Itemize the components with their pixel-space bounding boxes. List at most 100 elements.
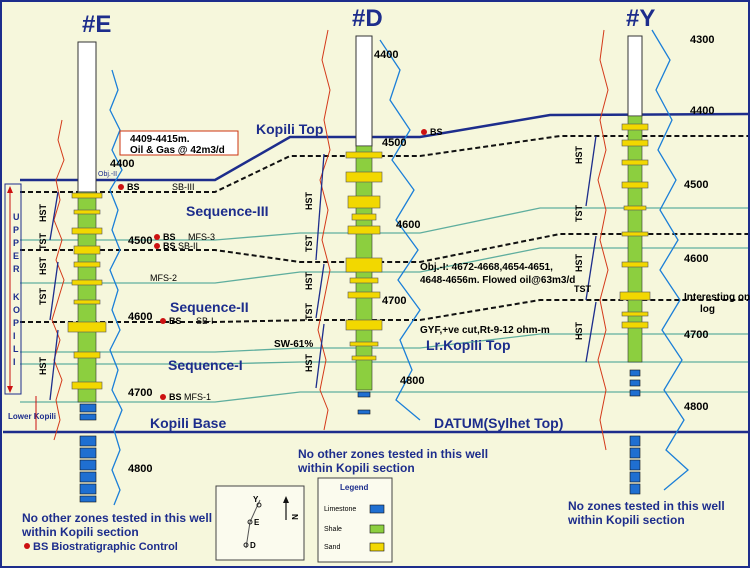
sb3-label: SB-III (172, 182, 195, 192)
north-arrow-head (283, 496, 289, 503)
well-d-title: #D (352, 5, 383, 32)
map-label-y: Y (253, 495, 259, 504)
well-e-depth-4400: 4400 (110, 158, 134, 170)
map-point-y (256, 502, 262, 508)
well-d-sands (345, 151, 383, 361)
legend-sand-swatch (369, 542, 385, 552)
well-y-casing (627, 35, 643, 117)
well-e-depth-4700: 4700 (128, 387, 152, 399)
e-tract-hst-3: HST (38, 356, 48, 375)
well-e-shale (77, 191, 97, 403)
sb1-label: SB-I (196, 316, 214, 326)
d-tst-arrow-2 (315, 263, 325, 319)
well-y-title: #Y (626, 5, 655, 32)
y-tract-tst-2: TST (574, 284, 592, 294)
d-tract-tst-2: TST (304, 302, 314, 320)
well-e-depth-4600: 4600 (128, 311, 152, 323)
svg-text:O: O (13, 305, 20, 315)
well-d-gamma (379, 39, 421, 421)
e-tst-arrow-2 (49, 261, 59, 321)
well-e-gamma (109, 69, 123, 506)
d-bs-label: BS (430, 127, 443, 137)
d-obj-line1: Obj.-I: 4672-4668,4654-4651, (420, 262, 553, 273)
y-hst-arrow-3 (585, 301, 597, 363)
kopili-base-label: Kopili Base (150, 415, 226, 431)
legend-limestone-label: Limestone (324, 506, 356, 513)
well-d-casing (355, 35, 373, 147)
well-y-depth-4600: 4600 (684, 253, 708, 265)
well-d-depth-4800: 4800 (400, 375, 424, 387)
well-y-log: 4300 4400 4500 4600 4700 4800 HST TST HS… (574, 29, 714, 495)
lower-kopili-label: Lower Kopili (8, 412, 56, 421)
well-e-limestone (79, 403, 97, 503)
well-e-title: #E (82, 11, 111, 38)
svg-text:K: K (13, 292, 20, 302)
d-tract-hst-3: HST (304, 353, 314, 372)
y-tract-tst-1: TST (574, 204, 584, 222)
d-hst-arrow-1 (315, 153, 325, 261)
e-no-zone-line2: within Kopili section (21, 525, 139, 539)
svg-text:P: P (13, 238, 19, 248)
bs-legend-dot (24, 543, 30, 549)
e-tract-hst-2: HST (38, 256, 48, 275)
location-map (215, 485, 305, 561)
well-e-sands (67, 192, 107, 390)
well-d-depth-4500: 4500 (382, 137, 406, 149)
e-tract-tst-2: TST (38, 287, 48, 305)
well-e-depth-4500: 4500 (128, 235, 152, 247)
svg-text:BS: BS (163, 232, 176, 242)
d-no-zone-line2: within Kopili section (297, 461, 415, 475)
bs-legend-text: BS Biostratigraphic Control (33, 541, 178, 553)
well-y-depth-4300: 4300 (690, 34, 714, 46)
y-no-zone-line2: within Kopili section (567, 513, 685, 527)
e-test-line2: Oil & Gas @ 42m3/d (130, 145, 225, 156)
well-d-log: 4400 4500 4600 4700 4800 HST TST HST TST… (304, 29, 424, 431)
y-tract-hst-3: HST (574, 321, 584, 340)
d-tract-hst-1: HST (304, 191, 314, 210)
svg-text:L: L (13, 344, 19, 354)
well-d-limestone (357, 391, 371, 415)
map-label-d: D (250, 541, 256, 550)
kopili-top-label: Kopili Top (256, 121, 323, 137)
kopili-label: K O P I L I (13, 292, 20, 367)
e-hst-arrow-3 (49, 329, 59, 401)
y-tst-arrow-1 (585, 135, 597, 207)
sequence-3-label: Sequence-III (186, 203, 268, 219)
y-tract-hst-2: HST (574, 253, 584, 272)
arrow-head-up (7, 186, 13, 193)
d-no-zone-line1: No other zones tested in this well (298, 447, 488, 461)
well-e-casing (77, 41, 97, 193)
sequence-2-label: Sequence-II (170, 299, 249, 315)
e-no-zone-line1: No other zones tested in this well (22, 511, 212, 525)
sb2-label: SB-II (178, 241, 198, 251)
e-hst-arrow-1 (49, 191, 59, 241)
arrow-head-down (7, 386, 13, 393)
y-tract-hst-1: HST (574, 145, 584, 164)
e-tract-tst-1: TST (38, 232, 48, 250)
location-map-track (245, 499, 261, 549)
y-no-zone-line1: No zones tested in this well (568, 499, 725, 513)
y-hst-arrow-2 (585, 235, 597, 301)
d-hst-arrow-3 (315, 323, 325, 389)
svg-text:I: I (13, 357, 16, 367)
well-y-sands (619, 123, 651, 329)
well-d-depth-4700: 4700 (382, 295, 406, 307)
map-point-d (243, 542, 249, 548)
well-y-resistivity (597, 29, 609, 451)
sequence-1-label: Sequence-I (168, 357, 243, 373)
y-interesting-line1: Interesting on (684, 292, 750, 303)
e-test-line1: 4409-4415m. (130, 134, 190, 145)
well-y-gamma (651, 29, 689, 491)
svg-text:BS: BS (163, 241, 176, 251)
svg-text:BS: BS (169, 392, 182, 402)
legend-shale-label: Shale (324, 526, 342, 533)
well-e-resistivity (51, 119, 65, 441)
lr-kopili-top-label: Lr.Kopili Top (426, 337, 511, 353)
svg-text:R: R (13, 264, 20, 274)
well-y-shale (627, 115, 643, 363)
map-point-e (247, 519, 253, 525)
e-obj-label: Obj.-II (98, 171, 117, 178)
svg-text:U: U (13, 212, 20, 222)
map-label-e: E (254, 518, 260, 527)
